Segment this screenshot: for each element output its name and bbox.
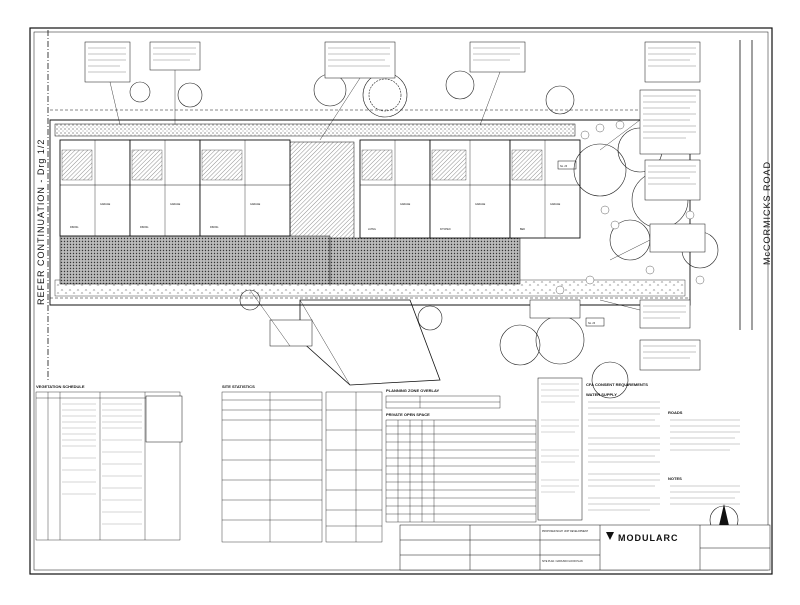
svg-text:KITCHEN: KITCHEN xyxy=(440,228,451,231)
unit-block-left: GARAGE GARAGE GARAGE DINING DINING DININ… xyxy=(59,139,291,237)
sheet-name: SITE PLAN / GROUND FLOOR PLAN xyxy=(542,560,583,563)
site-stats-title: SITE STATISTICS xyxy=(222,384,255,389)
svg-text:GARAGE: GARAGE xyxy=(250,203,261,206)
planning-overlay-table xyxy=(385,395,501,409)
common-driveway xyxy=(59,235,331,285)
svg-text:GARAGE: GARAGE xyxy=(550,203,561,206)
road-label: McCORMICKS ROAD xyxy=(762,161,772,265)
svg-text:DINING: DINING xyxy=(210,226,219,229)
notes-title: NOTES xyxy=(668,476,682,481)
title-block xyxy=(399,524,771,571)
unit-tag-a: No. 26 xyxy=(560,165,568,168)
planning-title: PLANNING ZONE OVERLAY xyxy=(386,388,440,393)
project-name: PROPOSED MULTI UNIT DEVELOPMENT xyxy=(542,530,589,533)
roads-title: ROADS xyxy=(668,410,683,415)
company-logo: MODULARC xyxy=(618,533,679,543)
svg-text:BED: BED xyxy=(520,228,525,231)
garage-label: GARAGE xyxy=(100,203,111,206)
svg-text:DINING: DINING xyxy=(140,226,149,229)
site-statistics-table xyxy=(221,391,383,543)
svg-text:LIVING: LIVING xyxy=(368,228,376,231)
private-open-space-table xyxy=(385,419,537,523)
unit-block-right: GARAGE GARAGE GARAGE LIVING KITCHEN BED xyxy=(359,139,581,239)
vegetation-schedule xyxy=(35,391,181,541)
svg-text:GARAGE: GARAGE xyxy=(475,203,486,206)
svg-text:GARAGE: GARAGE xyxy=(170,203,181,206)
vegetation-title: VEGETATION SCHEDULE xyxy=(36,384,85,389)
continuation-label: REFER CONTINUATION - Drg 1/2 xyxy=(36,139,46,305)
cfa-title: CFA CONSENT REQUIREMENTS xyxy=(586,382,648,387)
water-title: WATER SUPPLY xyxy=(586,392,617,397)
front-landscape-strip xyxy=(54,123,576,137)
unit-tag-b: No. 26 xyxy=(588,322,596,325)
svg-text:DINING: DINING xyxy=(70,226,79,229)
svg-text:GARAGE: GARAGE xyxy=(400,203,411,206)
private-open-space-title: PRIVATE OPEN SPACE xyxy=(386,412,430,417)
